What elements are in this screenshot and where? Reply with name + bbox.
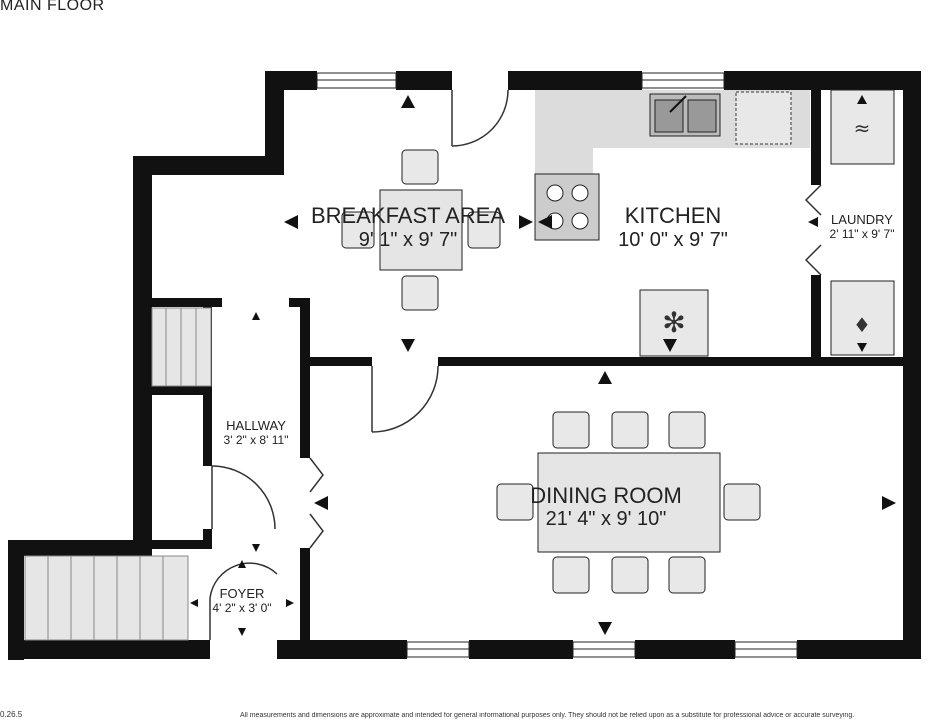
laundry-dims: 2' 11" x 9' 7" <box>830 227 895 241</box>
kitchen-dims: 10' 0" x 9' 7" <box>618 229 728 251</box>
dishwasher-icon <box>735 91 792 145</box>
arrow-icons <box>190 95 896 636</box>
stairs-lower <box>24 555 189 641</box>
dining-room-label: DINING ROOM <box>530 483 682 508</box>
breakfast-area-dims: 9' 1" x 9' 7" <box>359 229 458 251</box>
dryer-icon: ♦ <box>830 280 895 356</box>
foyer-label: FOYER <box>220 586 265 601</box>
svg-text:♦: ♦ <box>853 313 871 337</box>
plan-title: MAIN FLOOR <box>0 0 105 14</box>
doors <box>209 89 822 640</box>
hallway-label: HALLWAY <box>226 418 286 433</box>
disclaimer-text: All measurements and dimensions are appr… <box>240 712 855 719</box>
hallway-dims: 3' 2" x 8' 11" <box>224 433 289 447</box>
breakfast-area-label: BREAKFAST AREA <box>311 203 505 228</box>
svg-text:✻: ✻ <box>662 306 685 339</box>
laundry-label: LAUNDRY <box>831 212 893 227</box>
svg-text:≈: ≈ <box>854 116 871 140</box>
foyer-dims: 4' 2" x 3' 0" <box>212 601 271 615</box>
stairs-upper <box>151 307 212 387</box>
walls <box>8 71 921 660</box>
windows <box>316 72 798 658</box>
refrigerator-icon: ✻ <box>639 289 709 357</box>
kitchen-label: KITCHEN <box>625 203 722 228</box>
breakfast-table <box>341 149 501 311</box>
dining-table <box>496 411 761 594</box>
stove-icon <box>534 173 600 241</box>
sink-icon <box>649 93 721 137</box>
dining-room-dims: 21' 4" x 9' 10" <box>546 508 667 530</box>
version-label: 0.26.5 <box>0 710 23 719</box>
